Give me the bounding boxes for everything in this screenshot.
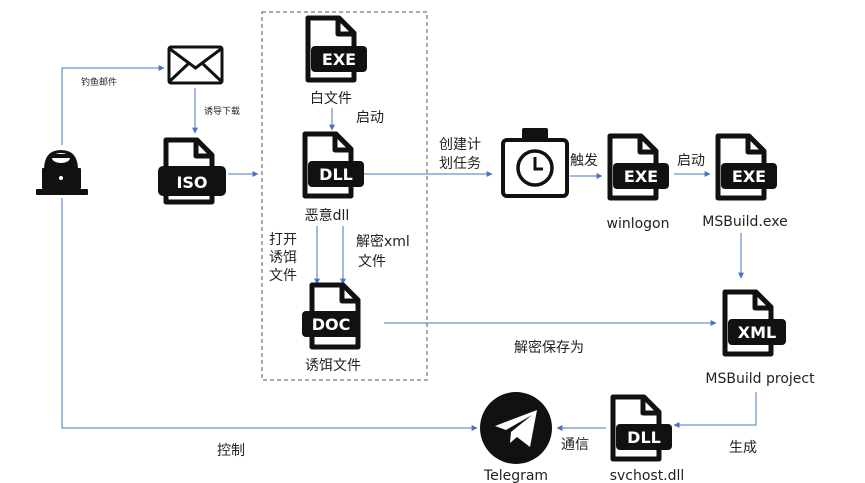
winlogon-label: winlogon bbox=[607, 216, 670, 232]
white-exe-badge-text: EXE bbox=[322, 50, 356, 69]
iso-file-icon: ISO bbox=[158, 140, 226, 202]
arrow-hacker-to-email bbox=[61, 65, 165, 145]
arrows bbox=[61, 65, 757, 431]
doc-file-icon: DOC bbox=[302, 285, 360, 347]
open-bait-label-line2: 诱饵 bbox=[269, 250, 297, 266]
induce-download-label: 诱导下载 bbox=[204, 105, 240, 117]
winlogon-exe-icon: EXE bbox=[610, 136, 669, 198]
arrow-xml-to-svchost bbox=[673, 392, 757, 428]
phishing-email-label: 钓鱼邮件 bbox=[81, 76, 117, 88]
svchost-label: svchost.dll bbox=[610, 468, 685, 483]
decrypt-xml-label-line2: 文件 bbox=[358, 254, 386, 270]
trigger-label: 触发 bbox=[570, 153, 598, 169]
doc-badge-text: DOC bbox=[312, 315, 351, 334]
xml-badge-text: XML bbox=[738, 323, 776, 342]
telegram-icon bbox=[480, 392, 552, 464]
arrow-hacker-to-telegram bbox=[61, 198, 478, 431]
email-icon bbox=[167, 45, 224, 85]
bait-file-label: 诱饵文件 bbox=[305, 358, 361, 374]
white-file-label: 白文件 bbox=[310, 91, 352, 107]
svchost-badge-text: DLL bbox=[627, 428, 661, 447]
hacker-icon bbox=[36, 150, 88, 195]
white-exe-icon: EXE bbox=[308, 18, 367, 80]
launch-label-2: 启动 bbox=[677, 153, 705, 169]
msbuild-exe-icon: EXE bbox=[718, 136, 777, 198]
communicate-label: 通信 bbox=[561, 437, 589, 453]
generate-label: 生成 bbox=[729, 440, 757, 456]
xml-file-icon: XML bbox=[725, 292, 786, 354]
create-task-label-line2: 划任务 bbox=[439, 156, 481, 172]
msbuild-exe-label: MSBuild.exe bbox=[702, 214, 787, 230]
scheduler-clock-icon bbox=[501, 128, 569, 198]
msbuild-project-label: MSBuild project bbox=[705, 371, 815, 387]
malicious-dll-label: 恶意dll bbox=[305, 207, 350, 224]
dashed-group-box bbox=[261, 11, 428, 381]
iso-badge-text: ISO bbox=[176, 173, 207, 192]
open-bait-label-line1: 打开 bbox=[269, 231, 297, 248]
msbuild-badge-text: EXE bbox=[732, 167, 766, 186]
winlogon-badge-text: EXE bbox=[624, 167, 658, 186]
open-bait-label-line3: 文件 bbox=[269, 268, 297, 284]
control-label: 控制 bbox=[217, 443, 245, 459]
malicious-dll-icon: DLL bbox=[305, 134, 364, 196]
telegram-label: Telegram bbox=[483, 468, 548, 483]
decrypt-save-label: 解密保存为 bbox=[514, 339, 584, 356]
create-task-label-line1: 创建计 bbox=[439, 137, 481, 153]
svchost-dll-icon: DLL bbox=[613, 397, 672, 459]
launch-label-1: 启动 bbox=[356, 110, 384, 126]
decrypt-xml-label-line1: 解密xml bbox=[356, 233, 410, 250]
malicious-dll-badge-text: DLL bbox=[319, 165, 353, 184]
